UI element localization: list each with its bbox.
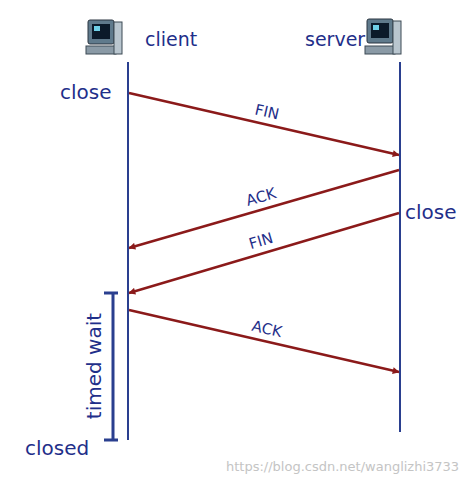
message-arrow	[129, 213, 399, 293]
computer-tower	[393, 21, 401, 54]
computer-screen	[92, 24, 110, 39]
computer-tower	[114, 22, 122, 54]
computer-base	[86, 46, 116, 54]
state-label: closed	[25, 436, 89, 460]
message-arrow	[129, 310, 399, 372]
screen-glare	[373, 25, 379, 30]
host-name: server	[305, 28, 365, 50]
watermark: https://blog.csdn.net/wanglizhi3733	[226, 459, 459, 475]
computer-monitor	[367, 19, 393, 43]
lifeline: client	[127, 62, 129, 440]
screen-glare	[94, 26, 100, 31]
client-computer-icon	[86, 20, 122, 54]
computer-base	[365, 46, 395, 54]
computer-screen	[371, 23, 389, 38]
server-computer-icon	[365, 19, 401, 54]
state-label: close	[60, 80, 112, 104]
lifeline: server	[399, 62, 401, 432]
message-arrow	[129, 93, 399, 155]
timed-wait-bracket	[104, 293, 118, 440]
segment-label: FIN	[253, 101, 281, 124]
state-label: timed wait	[82, 313, 106, 419]
host-name: client	[145, 28, 197, 50]
computer-monitor	[88, 20, 114, 44]
state-label: close	[405, 200, 457, 224]
